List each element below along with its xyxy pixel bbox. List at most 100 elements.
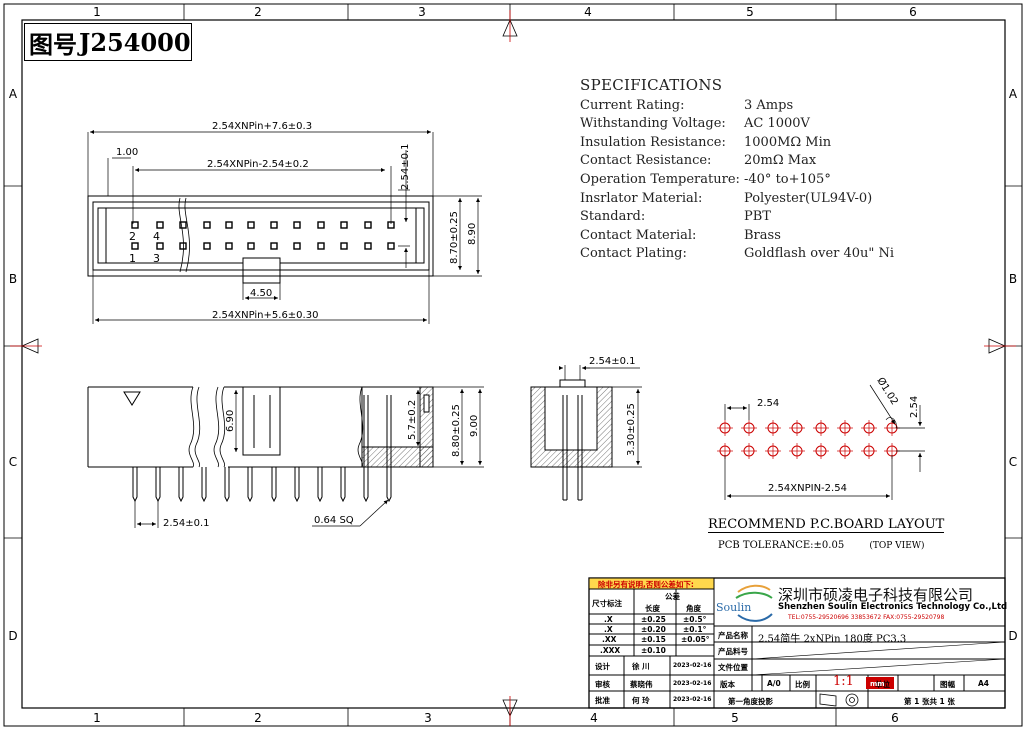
approve-label: 批准 (595, 696, 610, 705)
pin-square (364, 242, 372, 250)
pin-square (203, 242, 211, 250)
pin-leg (132, 467, 138, 503)
outer-frame (3, 3, 1023, 727)
sheet-size-label: 图幅 (940, 680, 955, 689)
pin-leg (294, 467, 300, 503)
pcb-layout-title: RECOMMEND P.C.BOARD LAYOUT (708, 517, 945, 533)
design-date: 2023-02-16 (673, 662, 712, 669)
dim-end-h: 3.30±0.25 (626, 403, 637, 456)
grid-col-6: 6 (909, 5, 917, 19)
side-dimension-text: 6.90 5.7±0.2 8.80±0.25 9.00 2.54±0.1 0.6… (163, 400, 480, 529)
pin-square (203, 221, 211, 229)
ratio-label: 比例 (795, 680, 810, 689)
dim-pitch-v: 2.54±0.1 (400, 143, 411, 190)
design-label: 设计 (595, 662, 610, 671)
company-name-cn: 深圳市硕凌电子科技有限公司 (778, 586, 974, 604)
svg-text:D: D (1008, 629, 1017, 643)
svg-text:3: 3 (424, 711, 432, 725)
dim-bottom-pitch: 2.54±0.1 (163, 518, 210, 529)
approve-date: 2023-02-16 (673, 696, 712, 703)
drawing-number-label: 图号 (29, 29, 77, 59)
dim-inner-w: 2.54XNPin+5.6±0.30 (212, 310, 318, 321)
side-view (87, 386, 434, 468)
dim-pcb-hole: Ø1.02 (874, 375, 900, 407)
dim-pcb-pitch-h: 2.54 (757, 398, 779, 409)
svg-text:5: 5 (731, 711, 739, 725)
svg-text:1: 1 (93, 711, 101, 725)
tolerance-header: 公差 (665, 592, 680, 601)
projection-symbol (819, 693, 859, 707)
company-name-en: Shenzhen Soulin Electronics Technology C… (778, 602, 1008, 612)
svg-text:B: B (1009, 272, 1017, 286)
pin-number-labels: 2 4 1 3 (129, 230, 160, 265)
spec-row: Current Rating:3 Amps (580, 97, 794, 113)
top-dimension-lines (87, 129, 482, 324)
title-block (588, 577, 1006, 709)
end-view (530, 379, 613, 501)
product-no-label: 产品料号 (718, 647, 748, 656)
ratio-value: 1:1 (833, 674, 854, 689)
side-view-pins (132, 395, 392, 503)
file-location-label: 文件位置 (718, 663, 748, 672)
grid-row-b: B (9, 272, 17, 286)
spec-row: Contact Plating:Goldflash over 40u" Ni (580, 246, 895, 262)
pin-square (156, 242, 164, 250)
pin-square (247, 242, 255, 250)
pin-leg (155, 467, 161, 503)
dim-side-h1: 6.90 (225, 410, 236, 432)
pin-square (179, 242, 187, 250)
spec-row: Withstanding Voltage:AC 1000V (580, 116, 810, 132)
design-name: 徐 川 (632, 662, 650, 671)
pin-square (179, 221, 187, 229)
check-date: 2023-02-16 (673, 680, 712, 687)
specifications-heading: SPECIFICATIONS (580, 76, 723, 94)
spec-row: Insrlator Material:Polyester(UL94V-0) (580, 190, 873, 206)
end-dimension-lines (558, 365, 642, 468)
pcb-dimension-text: 2.54 2.54XNPIN-2.54 2.54 Ø1.02 (757, 375, 920, 494)
pin-square (387, 242, 395, 250)
version-label: 版本 (720, 680, 735, 689)
pin-leg (340, 467, 346, 503)
dim-inner-h: 8.70±0.25 (449, 211, 460, 264)
check-label: 审核 (595, 680, 610, 689)
pcb-holes (717, 420, 900, 459)
pin-square (293, 242, 301, 250)
pin-square (131, 221, 139, 229)
svg-text:3: 3 (153, 252, 160, 265)
pin-leg (271, 467, 277, 503)
pin-leg (224, 467, 230, 503)
pin-square (293, 221, 301, 229)
dim-side-h4: 9.00 (469, 415, 480, 437)
sheet-size-value: A4 (978, 679, 990, 688)
pin-square (247, 221, 255, 229)
centering-marks (10, 10, 1016, 726)
svg-text:2: 2 (254, 711, 262, 725)
dim-key-w: 4.50 (250, 288, 272, 299)
check-name: 蔡晓伟 (630, 680, 653, 689)
company-contact: TEL:0755-29520696 33853672 FAX:0755-2952… (788, 614, 945, 621)
pin-leg (317, 467, 323, 503)
pin-leg (178, 467, 184, 503)
spec-row: Contact Material:Brass (580, 227, 781, 243)
pin-square (225, 242, 233, 250)
svg-text:C: C (1009, 455, 1017, 469)
drawing-number-value: J2540001 (79, 27, 191, 57)
pin-square (317, 221, 325, 229)
pin-square (340, 242, 348, 250)
dim-end-pitch: 2.54±0.1 (589, 356, 636, 367)
pin-leg (386, 395, 392, 503)
size-label: 尺寸标注 (592, 599, 622, 608)
grid-col-2: 2 (254, 5, 262, 19)
end-dimension-text: 2.54±0.1 3.30±0.25 (589, 356, 637, 456)
pin-square (131, 242, 139, 250)
pin-leg (201, 467, 207, 503)
spec-row: Insulation Resistance:1000MΩ Min (580, 134, 832, 150)
pin-square (317, 242, 325, 250)
grid-row-c: C (9, 455, 17, 469)
tolerance-note: 除非另有说明,否则公差如下: (598, 580, 694, 589)
grid-col-1: 1 (93, 5, 101, 19)
dim-side-h3: 8.80±0.25 (451, 404, 462, 457)
svg-text:1: 1 (129, 252, 136, 265)
